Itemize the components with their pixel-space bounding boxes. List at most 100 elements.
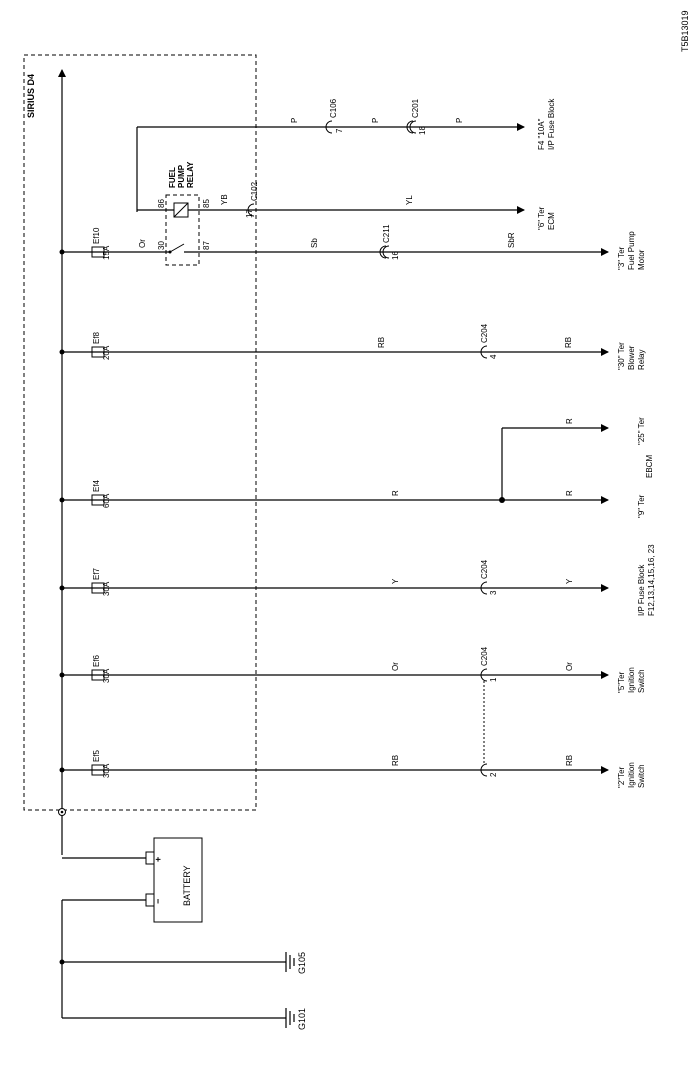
dest-blower-line3: Relay — [637, 350, 646, 370]
dest-ign5-line3: Switch — [637, 669, 646, 693]
fuse-ef5 — [91, 764, 105, 776]
connector-c204-ef8: C204 4 — [480, 323, 498, 359]
ground-g105-label: G105 — [297, 952, 307, 974]
dest-ign5-line2: Ignition — [627, 667, 636, 693]
connector-c204-pin: 3 — [489, 590, 498, 595]
wire-color-yb: YB — [220, 194, 229, 205]
dest-ebcm-name: EBCM — [645, 455, 654, 478]
dest-ign2-line1: "2"Ter — [617, 766, 626, 788]
connector-c211-name: C211 — [382, 224, 391, 243]
dest-ecm-line1: "6" Ter — [537, 206, 546, 230]
dest-f4-line2: I/P Fuse Block — [547, 98, 556, 150]
fuse-ef10-rating: 15A — [102, 245, 111, 260]
wire-color-r: R — [391, 490, 400, 496]
battery-label: BATTERY — [182, 865, 192, 906]
dest-ebcm-25: "25" Ter — [637, 417, 646, 445]
dest-ecm-line2: ECM — [547, 212, 556, 230]
dest-f4-line1: F4 "10A" — [537, 118, 546, 150]
connector-c204-pin: 2 — [489, 772, 498, 777]
relay-name-line3: RELAY — [186, 161, 195, 188]
fuse-ef10 — [91, 246, 105, 258]
wire-color-r: R — [565, 490, 574, 496]
battery-plus: + — [153, 857, 163, 862]
connector-c204-name: C204 — [480, 559, 489, 579]
connector-c211: C211 16 — [379, 224, 400, 260]
fuse-ef7-rating: 30A — [102, 581, 111, 596]
wire-color-y: Y — [391, 578, 400, 584]
relay-pin-86: 86 — [157, 199, 166, 208]
relay-name-line2: PUMP — [177, 164, 186, 188]
connector-c204-ef6: C204 1 — [480, 646, 498, 682]
dest-ebcm-9: "9" Ter — [637, 494, 646, 518]
bus-entry-terminal-inner — [60, 810, 64, 814]
wire-color-rb: RB — [391, 755, 400, 766]
wire-color-rb: RB — [564, 337, 573, 348]
wire-color-sbr: SbR — [507, 232, 516, 248]
connector-c102-name: C102 — [250, 181, 259, 201]
wire-color-r: R — [565, 418, 574, 424]
fuse-ef10-name: Ef10 — [92, 227, 101, 244]
fuel-pump-relay — [137, 194, 525, 266]
connector-c106-pin: 7 — [335, 128, 344, 133]
wire-color-y: Y — [565, 578, 574, 584]
dest-fuel-pump-line3: Motor — [637, 249, 646, 270]
connector-c106-name: C106 — [329, 98, 338, 118]
wire-color-or: Or — [565, 662, 574, 671]
fuse-ef4 — [91, 494, 105, 506]
module-label: SIRIUS D4 — [26, 74, 36, 118]
wire-color-p: P — [371, 118, 380, 123]
dest-ign2-line3: Switch — [637, 764, 646, 788]
fuse-ef6-name: Ef6 — [92, 654, 101, 667]
dest-blower-line2: Blower — [627, 345, 636, 370]
dest-ipfuse-multi-line2: F12,13,14,15,16, 23 — [647, 544, 656, 616]
fuse-ef7-name: Ef7 — [92, 567, 101, 580]
dest-ign5-line1: "5"Ter — [617, 671, 626, 693]
relay-pin-87: 87 — [202, 241, 211, 250]
fuse-ef5-name: Ef5 — [92, 749, 101, 762]
ground-g105-symbol — [285, 952, 295, 972]
connector-c204-name: C204 — [480, 646, 489, 666]
wire-color-rb: RB — [377, 337, 386, 348]
wire-color-rb: RB — [565, 755, 574, 766]
wire-color-yl: YL — [405, 195, 414, 205]
dest-fuel-pump-line2: Fuel Pump — [627, 231, 636, 270]
connector-c201-name: C201 — [411, 98, 420, 118]
wire-color-or: Or — [391, 662, 400, 671]
battery-minus: − — [153, 899, 163, 904]
fuse-ef5-rating: 30A — [102, 763, 111, 778]
wire-color-or: Or — [138, 239, 147, 248]
connector-c102: C102 17 — [245, 181, 259, 218]
fuse-ef4-name: Ef4 — [92, 479, 101, 492]
battery: + − BATTERY — [62, 837, 203, 923]
connector-c211-pin: 16 — [391, 251, 400, 260]
relay-pin-85: 85 — [202, 199, 211, 208]
connector-c204-ef5: 2 — [480, 763, 498, 777]
connector-c204-pin: 1 — [489, 677, 498, 682]
module-boundary — [23, 54, 257, 811]
fuse-ef7 — [91, 582, 105, 594]
ebcm-junction — [499, 497, 505, 503]
wire-color-p: P — [455, 118, 464, 123]
dest-fuel-pump-line1: "3" Ter — [617, 246, 626, 270]
connector-c204-ef7: C204 3 — [480, 559, 498, 595]
fuse-ef8-name: Ef8 — [92, 331, 101, 344]
connector-c106: C106 7 — [325, 98, 344, 134]
connector-c102-pin: 17 — [245, 209, 254, 218]
wire-color-p: P — [290, 118, 299, 123]
relay-name-line1: FUEL — [168, 167, 177, 188]
figure-id: T5B13019 — [680, 10, 690, 52]
wire-color-sb: Sb — [310, 238, 319, 248]
fuse-ef6-rating: 30A — [102, 668, 111, 683]
dest-ign2-line2: Ignition — [627, 762, 636, 788]
ground-g101-symbol — [285, 1008, 295, 1028]
connector-c204-pin: 4 — [489, 354, 498, 359]
connector-c201: C201 18 — [406, 98, 427, 135]
fuse-ef4-rating: 60A — [102, 493, 111, 508]
fuse-ef6 — [91, 669, 105, 681]
fuse-ef8-rating: 20A — [102, 345, 111, 360]
relay-pin-30: 30 — [157, 241, 166, 250]
connector-c204-name: C204 — [480, 323, 489, 343]
dest-blower-line1: "30" Ter — [617, 342, 626, 370]
ground-g101-label: G101 — [297, 1008, 307, 1030]
